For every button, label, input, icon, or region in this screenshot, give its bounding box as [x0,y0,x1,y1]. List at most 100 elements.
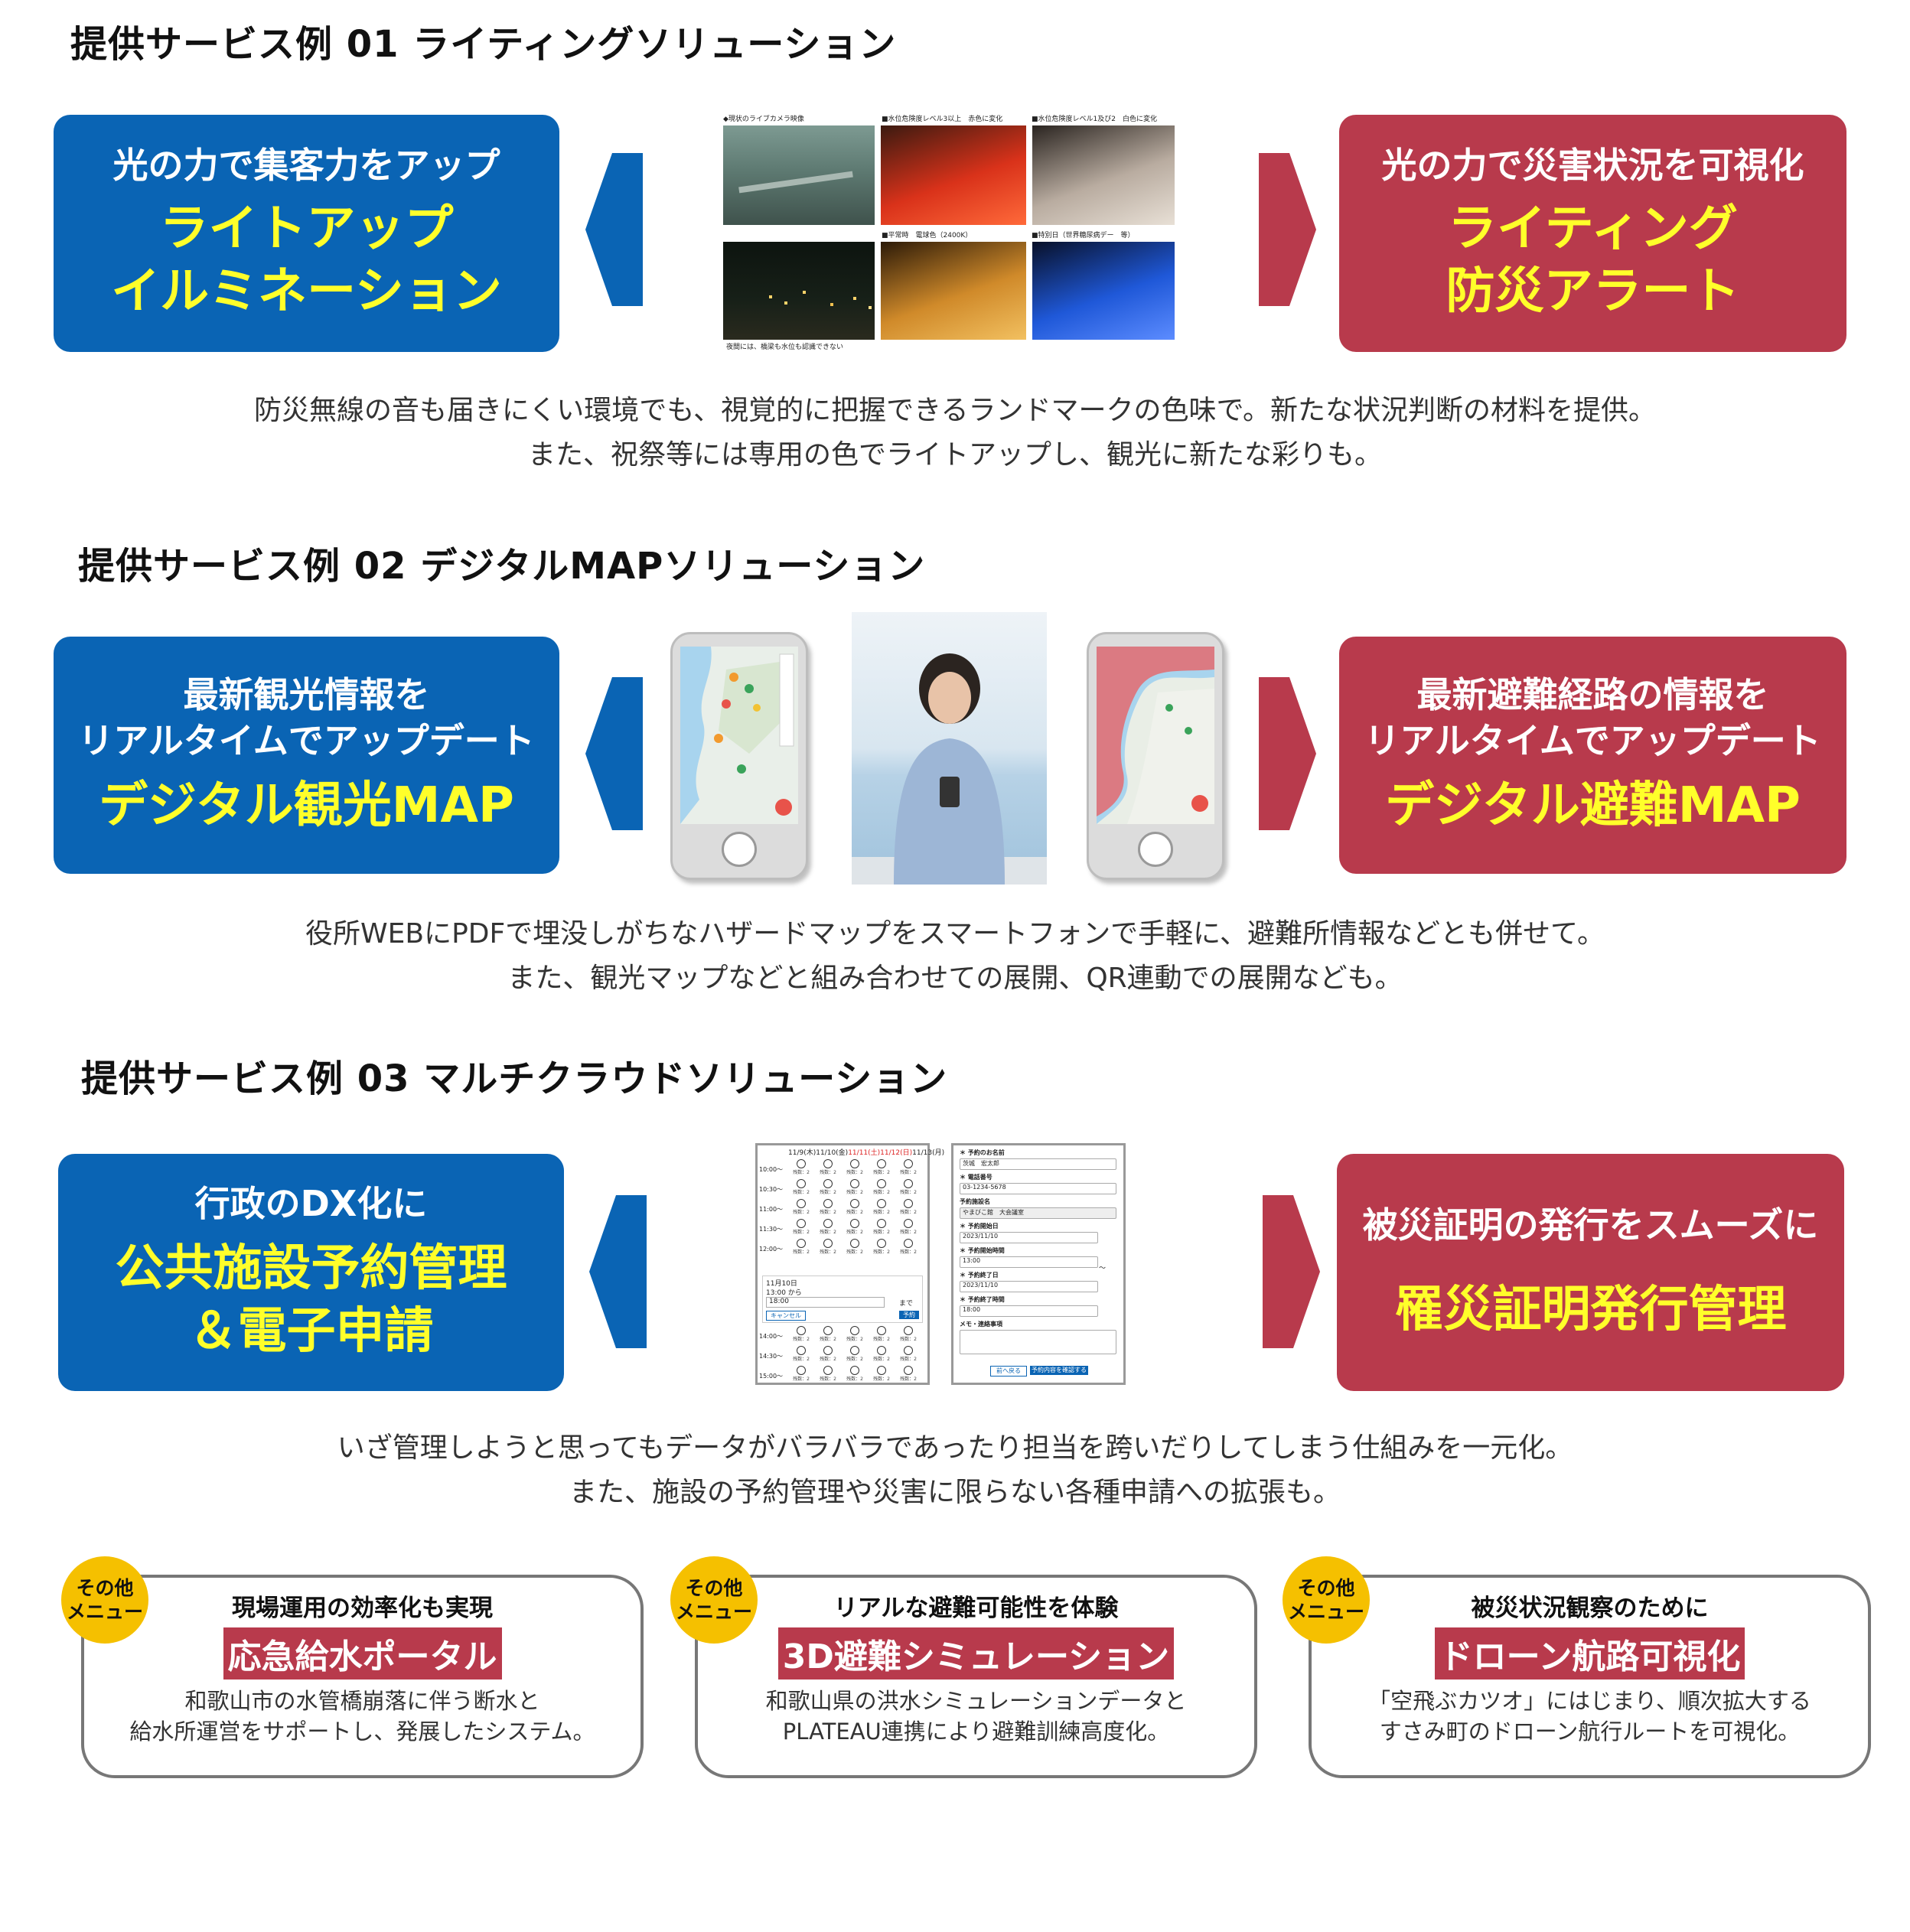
slot-available-icon [823,1219,833,1228]
caption: ■水位危険度レベル1及び2 白色に変化 [1032,116,1157,123]
form-field-input[interactable]: 18:00 [960,1305,1098,1317]
time-label: 12:00～ [759,1246,784,1253]
slot-cell[interactable]: 残数：2 [816,1199,839,1215]
slot-cell[interactable]: 残数：2 [870,1239,893,1255]
slot-remaining: 残数：2 [820,1249,836,1255]
slot-cell[interactable]: 残数：2 [843,1346,866,1362]
slot-cell[interactable]: 残数：2 [816,1366,839,1382]
slot-available-icon [850,1159,859,1168]
slot-cell[interactable]: 残数：2 [843,1366,866,1382]
slot-cell[interactable]: 残数：2 [790,1179,813,1195]
slot-cell[interactable]: 残数：2 [897,1179,920,1195]
slot-available-icon [850,1239,859,1248]
slot-remaining: 残数：2 [793,1337,810,1342]
cancel-button[interactable]: キャンセル [766,1311,806,1321]
slot-cell[interactable]: 残数：2 [843,1219,866,1235]
slot-cell[interactable]: 残数：2 [816,1346,839,1362]
bridge-blue-photo [1032,242,1175,340]
form-field-label: ＊ 予約終了日 [960,1272,999,1279]
form-field-label: ＊ 予約終了時間 [960,1296,1005,1303]
slot-available-icon [877,1239,886,1248]
slot-cell[interactable]: 残数：2 [843,1326,866,1342]
slot-cell[interactable]: 残数：2 [816,1326,839,1342]
slot-cell[interactable]: 残数：2 [790,1159,813,1175]
slot-cell[interactable]: 残数：2 [870,1179,893,1195]
slot-cell[interactable]: 残数：2 [816,1239,839,1255]
slot-cell[interactable]: 残数：2 [816,1219,839,1235]
slot-cell[interactable]: 残数：2 [816,1179,839,1195]
slot-cell[interactable]: 残数：2 [897,1239,920,1255]
slot-cell[interactable]: 残数：2 [790,1346,813,1362]
reservation-calendar-screenshot: 11/9(木)11/10(金)11/11(土)11/12(日)11/13(月) … [755,1143,944,1385]
end-time-select[interactable]: 18:00 [766,1297,885,1308]
slot-cell[interactable]: 残数：2 [870,1199,893,1215]
slot-cell[interactable]: 残数：2 [870,1346,893,1362]
form-field: ＊ 予約開始時間 13:00 [960,1246,1117,1271]
slot-cell[interactable]: 残数：2 [790,1366,813,1382]
slot-cell[interactable]: 残数：2 [843,1199,866,1215]
slot-remaining: 残数：2 [820,1377,836,1382]
form-field: 予約施設名やまびこ館 大会議室 [960,1197,1117,1222]
confirm-button[interactable]: 予約内容を確認する [1030,1366,1088,1375]
slot-available-icon [823,1239,833,1248]
slot-cell[interactable]: 残数：2 [897,1366,920,1382]
slot-cell[interactable]: 残数：2 [843,1179,866,1195]
slot-remaining: 残数：2 [900,1210,917,1215]
slot-cell[interactable]: 残数：2 [897,1159,920,1175]
slot-cell[interactable]: 残数：2 [843,1239,866,1255]
form-field-input[interactable]: やまびこ館 大会議室 [960,1207,1116,1219]
slot-available-icon [797,1346,806,1355]
other-menu-badge: その他メニュー [670,1556,758,1644]
slot-cell[interactable]: 残数：2 [870,1219,893,1235]
form-field-input[interactable]: 03-1234-5678 [960,1183,1116,1194]
slot-cell[interactable]: 残数：2 [816,1159,839,1175]
night-camera-photo [723,242,875,340]
slot-cell[interactable]: 残数：2 [790,1239,813,1255]
slot-cell[interactable]: 残数：2 [870,1326,893,1342]
evacuation-map-screen [1097,647,1214,824]
slot-cell[interactable]: 残数：2 [897,1326,920,1342]
form-field-input[interactable]: 2023/11/10 [960,1281,1098,1292]
lighting-photo-collage: ◆現状のライブカメラ映像 ■水位危険度レベル3以上 赤色に変化 ■水位危険度レベ… [723,113,1175,352]
slot-cell[interactable]: 残数：2 [870,1159,893,1175]
section-1-description: 防災無線の音も届きにくい環境でも、視覚的に把握できるランドマークの色味で。新たな… [0,389,1910,477]
slot-available-icon [823,1366,833,1375]
arrow-right-icon [1259,153,1316,306]
slot-remaining: 残数：2 [900,1357,917,1362]
slot-cell[interactable]: 残数：2 [897,1219,920,1235]
form-field-label: ＊ 予約開始時間 [960,1247,1005,1254]
reserve-button[interactable]: 予約 [899,1311,919,1319]
slot-cell[interactable]: 残数：2 [897,1199,920,1215]
card-title: 現場運用の効率化も実現 [232,1595,493,1622]
slot-available-icon [877,1366,886,1375]
slot-cell[interactable]: 残数：2 [790,1326,813,1342]
slot-cell[interactable]: 残数：2 [897,1346,920,1362]
form-field-input[interactable]: 13:00 [960,1256,1098,1268]
right-box-subtitle: リアルタイムでアップデート [1364,720,1821,762]
slot-remaining: 残数：2 [793,1249,810,1255]
desc-line: 役所WEBにPDFで埋没しがちなハザードマップをスマートフォンで手軽に、避難所情… [305,918,1605,950]
slot-remaining: 残数：2 [820,1337,836,1342]
slot-available-icon [877,1199,886,1208]
form-field-input[interactable]: 2023/11/10 [960,1232,1098,1243]
slot-cell[interactable]: 残数：2 [790,1199,813,1215]
left-box-subtitle: リアルタイムでアップデート [78,720,535,762]
slot-remaining: 残数：2 [820,1357,836,1362]
form-field-input[interactable] [960,1330,1116,1354]
form-field-input[interactable]: 茨城 宏太郎 [960,1158,1116,1170]
slot-cell[interactable]: 残数：2 [843,1159,866,1175]
slot-remaining: 残数：2 [846,1170,863,1175]
back-button[interactable]: 前へ戻る [990,1366,1027,1377]
form-field-label: ＊ 予約のお名前 [960,1149,1005,1156]
other-card-water-portal: 現場運用の効率化も実現 応急給水ポータル 和歌山市の水管橋崩落に伴う断水と 給水… [81,1575,644,1778]
slot-remaining: 残数：2 [793,1377,810,1382]
slot-cell[interactable]: 残数：2 [790,1219,813,1235]
slot-cell[interactable]: 残数：2 [870,1366,893,1382]
left-box-subtitle: 最新観光情報を [183,674,430,716]
